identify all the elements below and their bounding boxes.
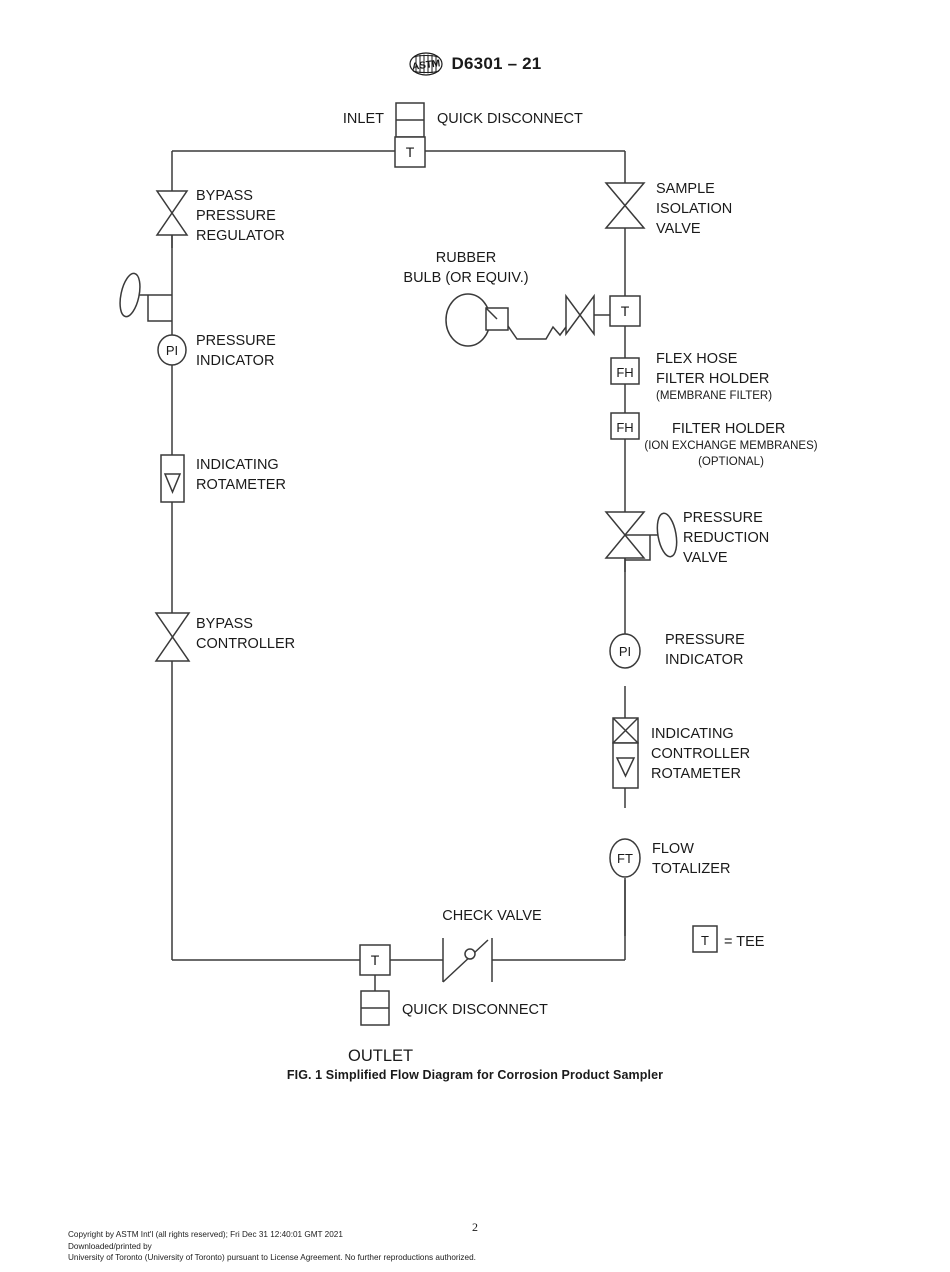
page-header: ASTM D6301 – 21: [0, 52, 950, 76]
svg-text:FLOW: FLOW: [652, 841, 694, 857]
svg-text:PRESSURE: PRESSURE: [665, 632, 745, 648]
bypass-pressure-regulator-label: BYPASS PRESSURE REGULATOR: [196, 188, 285, 244]
indicating-rotameter-symbol: [160, 454, 185, 503]
legend-tee-tag: T: [701, 933, 709, 948]
sample-isolation-valve-label: SAMPLE ISOLATION VALVE: [656, 181, 732, 237]
svg-text:CONTROLLER: CONTROLLER: [651, 746, 750, 762]
sample-isolation-valve-symbol: [604, 182, 646, 229]
flex-hose-filter-holder-symbol: FH: [610, 357, 640, 385]
pressure-indicator-right-label: PRESSURE INDICATOR: [665, 632, 745, 668]
svg-text:FILTER HOLDER: FILTER HOLDER: [656, 371, 769, 387]
indicating-rotameter-label: INDICATING ROTAMETER: [196, 457, 286, 493]
svg-text:INDICATING: INDICATING: [651, 726, 734, 742]
svg-text:(OPTIONAL): (OPTIONAL): [698, 456, 764, 468]
pressure-indicator-left-tag: PI: [166, 343, 178, 358]
svg-text:REGULATOR: REGULATOR: [196, 228, 285, 244]
quick-disconnect-bottom-symbol: [360, 990, 390, 1026]
page-number: 2: [472, 1220, 478, 1234]
astm-logo-icon: ASTM: [408, 52, 443, 76]
svg-text:FLEX HOSE: FLEX HOSE: [656, 351, 738, 367]
filter-holder-label: FILTER HOLDER (ION EXCHANGE MEMBRANES) (…: [644, 421, 817, 468]
reduction-valve-diaphragm-icon: [656, 512, 678, 558]
indicating-controller-rotameter-label: INDICATING CONTROLLER ROTAMETER: [651, 726, 750, 782]
svg-text:CONTROLLER: CONTROLLER: [196, 636, 295, 652]
legend-tee-label: = TEE: [724, 934, 765, 950]
svg-text:BULB (OR EQUIV.): BULB (OR EQUIV.): [403, 270, 528, 286]
svg-text:PRESSURE: PRESSURE: [196, 333, 276, 349]
flow-totalizer-label: FLOW TOTALIZER: [652, 841, 730, 877]
svg-text:INDICATOR: INDICATOR: [196, 353, 274, 369]
footer-line-3: University of Toronto (University of Tor…: [68, 1253, 476, 1263]
tee-bottom-symbol: T: [359, 944, 391, 976]
check-valve-label: CHECK VALVE: [442, 908, 542, 924]
svg-text:REDUCTION: REDUCTION: [683, 530, 769, 546]
svg-text:VALVE: VALVE: [656, 221, 701, 237]
bulb-isolation-valve-symbol: [565, 293, 595, 337]
pressure-reduction-valve-label: PRESSURE REDUCTION VALVE: [683, 510, 769, 566]
pressure-indicator-right-tag: PI: [619, 644, 631, 659]
filter-holder-symbol: FH: [610, 412, 640, 440]
flex-hose-filter-holder-label: FLEX HOSE FILTER HOLDER (MEMBRANE FILTER…: [656, 351, 772, 402]
svg-text:ISOLATION: ISOLATION: [656, 201, 732, 217]
document-designation: D6301 – 21: [451, 54, 542, 73]
svg-text:INDICATING: INDICATING: [196, 457, 279, 473]
svg-text:RUBBER: RUBBER: [436, 250, 496, 266]
rubber-bulb-symbol: [445, 293, 509, 347]
bypass-controller-symbol: [154, 612, 191, 662]
svg-text:FILTER HOLDER: FILTER HOLDER: [672, 421, 785, 437]
flex-tubing: [507, 325, 567, 340]
svg-text:(MEMBRANE FILTER): (MEMBRANE FILTER): [656, 390, 772, 402]
outlet-label: OUTLET: [348, 1047, 413, 1065]
tee-bottom-tag: T: [371, 952, 380, 968]
svg-text:PRESSURE: PRESSURE: [196, 208, 276, 224]
indicating-controller-rotameter-symbol: [612, 717, 639, 789]
tee-bulb-symbol: T: [609, 295, 641, 327]
flow-totalizer-symbol: FT: [609, 838, 641, 878]
figure-caption: FIG. 1 Simplified Flow Diagram for Corro…: [286, 1068, 664, 1082]
svg-text:INDICATOR: INDICATOR: [665, 652, 743, 668]
tee-top-tag: T: [406, 144, 415, 160]
svg-text:ROTAMETER: ROTAMETER: [196, 477, 286, 493]
pressure-indicator-left-label: PRESSURE INDICATOR: [196, 333, 276, 369]
bypass-controller-label: BYPASS CONTROLLER: [196, 616, 295, 652]
svg-text:(ION EXCHANGE MEMBRANES): (ION EXCHANGE MEMBRANES): [644, 440, 817, 452]
rubber-bulb-label: RUBBER BULB (OR EQUIV.): [403, 250, 528, 286]
pressure-indicator-left-symbol: PI: [157, 334, 187, 366]
footer-line-2: Downloaded/printed by: [68, 1241, 152, 1251]
quick-disconnect-bottom-label: QUICK DISCONNECT: [402, 1002, 548, 1018]
footer-notice: Copyright by ASTM Int'l (all rights rese…: [68, 1229, 768, 1264]
regulator-diaphragm-icon: [119, 272, 141, 318]
svg-text:VALVE: VALVE: [683, 550, 728, 566]
svg-text:SAMPLE: SAMPLE: [656, 181, 715, 197]
quick-disconnect-top-label: QUICK DISCONNECT: [437, 111, 583, 127]
flow-diagram: T INLET QUICK DISCONNECT BYPASS PRESSURE…: [0, 88, 950, 1068]
bypass-pressure-regulator-symbol: [119, 190, 189, 322]
svg-text:TOTALIZER: TOTALIZER: [652, 861, 730, 877]
svg-text:BYPASS: BYPASS: [196, 188, 253, 204]
footer-line-1: Copyright by ASTM Int'l (all rights rese…: [68, 1230, 343, 1239]
tee-top-symbol: T: [394, 136, 426, 168]
filter-holder-tag: FH: [616, 420, 633, 435]
inlet-label: INLET: [343, 111, 384, 127]
svg-text:BYPASS: BYPASS: [196, 616, 253, 632]
svg-text:PRESSURE: PRESSURE: [683, 510, 763, 526]
legend-tee: T = TEE: [692, 925, 765, 953]
flow-totalizer-tag: FT: [617, 851, 633, 866]
pressure-reduction-valve-symbol: [604, 511, 678, 572]
pressure-indicator-right-symbol: PI: [609, 633, 641, 669]
svg-text:ROTAMETER: ROTAMETER: [651, 766, 741, 782]
flex-hose-filter-holder-tag: FH: [616, 365, 633, 380]
tee-bulb-tag: T: [621, 303, 630, 319]
check-valve-symbol: [442, 938, 493, 983]
svg-text:ASTM: ASTM: [411, 58, 440, 72]
